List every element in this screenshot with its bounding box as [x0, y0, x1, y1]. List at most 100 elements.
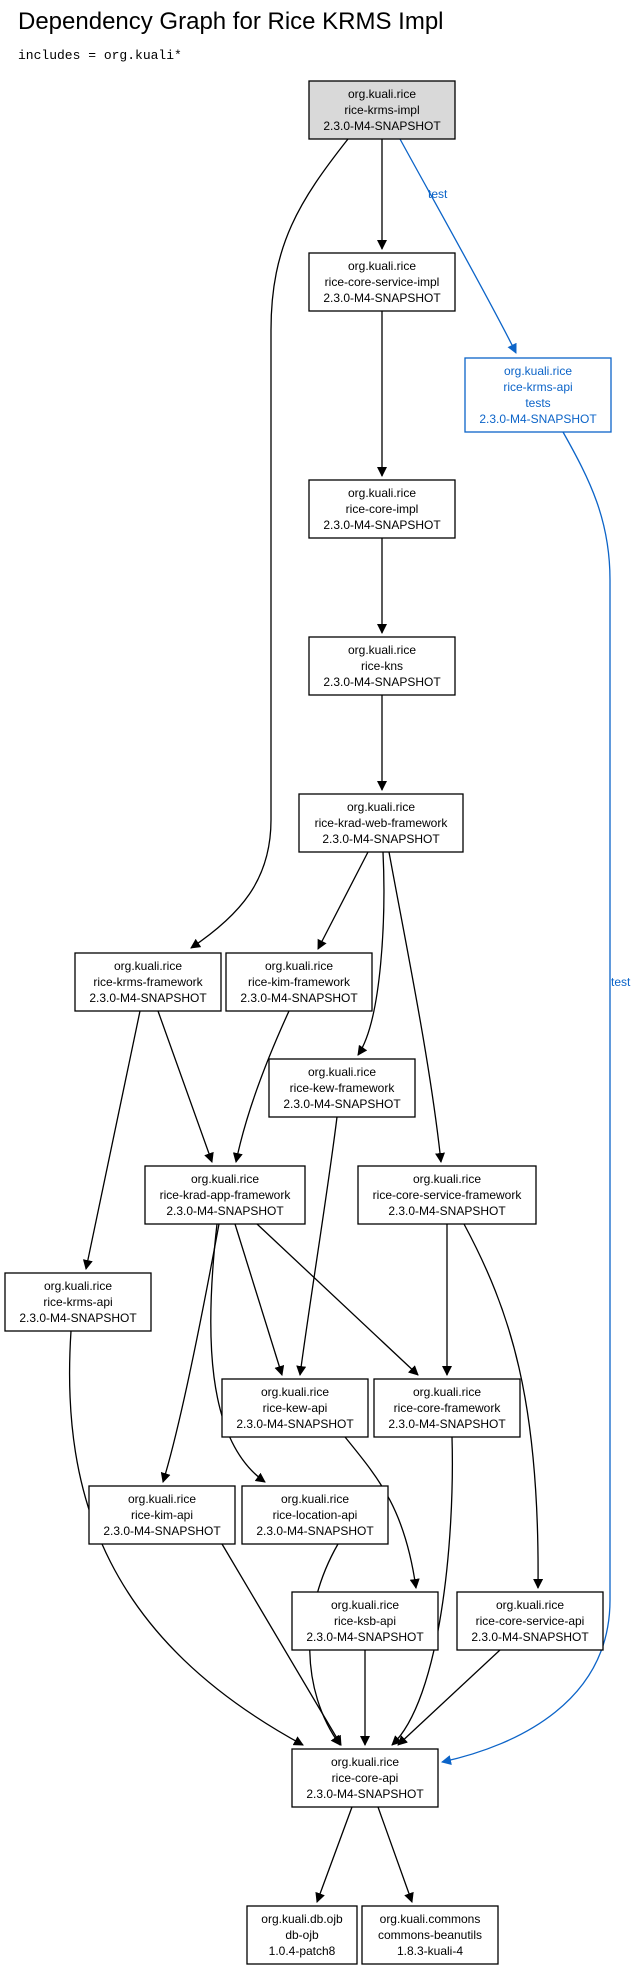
node-label-line: org.kuali.rice — [413, 1385, 481, 1399]
node-label-line: rice-kew-framework — [290, 1081, 396, 1095]
edge-rice-core-api-to-commons-beanutils — [377, 1806, 414, 1903]
edge-rice-krad-web-framework-to-rice-core-service-framework — [388, 851, 446, 1163]
edge-rice-krad-app-framework-to-rice-kim-api — [160, 1223, 220, 1483]
node-rice-core-service-api: org.kuali.rice rice-core-service-api 2.3.0… — [456, 1591, 604, 1651]
edge-rice-core-framework-to-rice-core-api — [391, 1436, 453, 1746]
node-label-line: rice-location-api — [273, 1508, 358, 1522]
node-label-line: org.kuali.rice — [413, 1172, 481, 1186]
node-label-line: org.kuali.rice — [348, 87, 416, 101]
node-box — [357, 1165, 537, 1225]
node-label-line: commons-beanutils — [378, 1928, 482, 1942]
edge-rice-kew-framework-to-rice-kew-api — [296, 1116, 338, 1376]
node-commons-beanutils: org.kuali.commons commons-beanutils 1.8.3-… — [361, 1905, 499, 1965]
edge-rice-core-service-framework-to-rice-core-service-api — [463, 1223, 544, 1589]
edge-label-rice-krms-api-tests-to-rice-core-api: test — [611, 975, 631, 989]
edge-rice-core-service-api-to-rice-core-api — [397, 1649, 501, 1746]
node-label-line: 2.3.0-M4-SNAPSHOT — [236, 1417, 354, 1431]
node-label-line: rice-krad-web-framework — [315, 816, 449, 830]
node-label-line: org.kuali.db.ojb — [261, 1912, 343, 1926]
node-label-line: 2.3.0-M4-SNAPSHOT — [306, 1630, 424, 1644]
node-label-line: org.kuali.commons — [380, 1912, 481, 1926]
edge-rice-krms-api-tests-to-rice-core-api — [441, 431, 611, 1765]
node-rice-krms-framework: org.kuali.ricerice-krms-framework2.3.0-M… — [74, 952, 222, 1012]
node-box — [291, 1591, 439, 1651]
node-label-line: rice-core-framework — [394, 1401, 502, 1415]
node-label-line: 2.3.0-M4-SNAPSHOT — [388, 1417, 506, 1431]
node-box — [225, 952, 373, 1012]
node-label-line: rice-kim-framework — [248, 975, 351, 989]
node-box — [373, 1378, 521, 1438]
node-box — [298, 793, 464, 853]
node-box — [308, 252, 456, 312]
node-label-line: 2.3.0-M4-SNAPSHOT — [322, 832, 440, 846]
node-rice-core-service-framework: org.kuali.ricerice-core-service-framewor… — [357, 1165, 537, 1225]
node-box — [74, 952, 222, 1012]
edge-rice-krad-web-framework-to-rice-kim-framework — [317, 851, 369, 950]
edge-rice-krad-app-framework-to-rice-location-api — [210, 1223, 266, 1483]
node-label-line: 2.3.0-M4-SNAPSHOT — [166, 1204, 284, 1218]
node-label-line: 1.8.3-kuali-4 — [397, 1944, 463, 1958]
node-label-line: org.kuali.rice — [348, 486, 416, 500]
node-label-line: rice-core-service-impl — [325, 275, 440, 289]
edge-rice-krms-api-to-rice-core-api — [68, 1330, 304, 1746]
node-label-line: rice-krad-app-framework — [160, 1188, 292, 1202]
node-rice-core-api: org.kuali.rice rice-core-api 2.3.0-M4-SNAP… — [291, 1748, 439, 1808]
edge-label-rice-krms-impl-to-rice-krms-api-tests: test — [428, 187, 448, 201]
node-label-line: 2.3.0-M4-SNAPSHOT — [388, 1204, 506, 1218]
node-label-line: 2.3.0-M4-SNAPSHOT — [471, 1630, 589, 1644]
node-label-line: rice-kew-api — [263, 1401, 328, 1415]
node-label-line: rice-krms-impl — [344, 103, 419, 117]
node-label-line: org.kuali.rice — [331, 1755, 399, 1769]
edge-rice-krad-app-framework-to-rice-kew-api — [234, 1223, 285, 1376]
node-box — [88, 1485, 236, 1545]
page-title: Dependency Graph for Rice KRMS Impl — [18, 8, 444, 35]
node-label-line: db-ojb — [285, 1928, 319, 1942]
node-label-line: 2.3.0-M4-SNAPSHOT — [283, 1097, 401, 1111]
node-label-line: rice-ksb-api — [334, 1614, 396, 1628]
node-label-line: rice-core-service-api — [476, 1614, 585, 1628]
node-label-line: 2.3.0-M4-SNAPSHOT — [323, 518, 441, 532]
edge-rice-kim-framework-to-rice-krad-app-framework — [232, 1010, 290, 1163]
node-box — [456, 1591, 604, 1651]
edge-rice-kew-api-to-rice-ksb-api — [344, 1436, 420, 1589]
node-label-line: org.kuali.rice — [331, 1598, 399, 1612]
node-label-line: org.kuali.rice — [347, 800, 415, 814]
node-label-line: org.kuali.rice — [261, 1385, 329, 1399]
node-rice-krad-web-framework: org.kuali.rice rice-krad-web-framework 2.3… — [298, 793, 464, 853]
node-label-line: rice-krms-api — [503, 380, 572, 394]
node-label-line: rice-kns — [361, 659, 403, 673]
node-rice-core-framework: org.kuali.rice rice-core-framework 2.3.0-M… — [373, 1378, 521, 1438]
node-label-line: 2.3.0-M4-SNAPSHOT — [256, 1524, 374, 1538]
node-label-line: org.kuali.rice — [348, 259, 416, 273]
node-box — [246, 1905, 358, 1965]
node-box — [308, 80, 456, 140]
node-rice-ksb-api: org.kuali.rice rice-ksb-api 2.3.0-M4-SNAPS… — [291, 1591, 439, 1651]
edge-rice-krad-app-framework-to-rice-core-framework — [256, 1223, 419, 1376]
edge-rice-core-api-to-db-ojb — [315, 1806, 353, 1903]
node-box — [4, 1272, 152, 1332]
node-rice-krms-impl: org.kuali.ricerice-krms-impl2.3.0-M4-SNA… — [308, 80, 456, 140]
node-label-line: rice-kim-api — [131, 1508, 193, 1522]
node-rice-krms-api-tests: org.kuali.ricerice-krms-apitests2.3.0-M4… — [464, 357, 612, 433]
node-label-line: org.kuali.rice — [114, 959, 182, 973]
node-label-line: org.kuali.rice — [191, 1172, 259, 1186]
node-box — [361, 1905, 499, 1965]
node-label-line: rice-krms-framework — [93, 975, 203, 989]
edge-rice-krms-impl-to-rice-krms-api-tests — [399, 138, 517, 354]
edge-rice-krms-framework-to-rice-krms-api — [82, 1010, 141, 1270]
node-label-line: rice-krms-api — [43, 1295, 112, 1309]
node-label-line: org.kuali.rice — [496, 1598, 564, 1612]
node-rice-krms-api: org.kuali.ricerice-krms-api2.3.0-M4-SNAP… — [4, 1272, 152, 1332]
node-box — [221, 1378, 369, 1438]
node-box — [291, 1748, 439, 1808]
node-rice-kew-api: org.kuali.rice rice-kew-api 2.3.0-M4-SNAPS… — [221, 1378, 369, 1438]
node-label-line: rice-core-api — [332, 1771, 399, 1785]
node-label-line: 2.3.0-M4-SNAPSHOT — [306, 1787, 424, 1801]
node-rice-location-api: org.kuali.ricerice-location-api2.3.0-M4-… — [241, 1485, 389, 1545]
node-box — [241, 1485, 389, 1545]
node-rice-krad-app-framework: org.kuali.rice rice-krad-app-framework 2.3… — [144, 1165, 306, 1225]
node-box — [308, 636, 456, 696]
